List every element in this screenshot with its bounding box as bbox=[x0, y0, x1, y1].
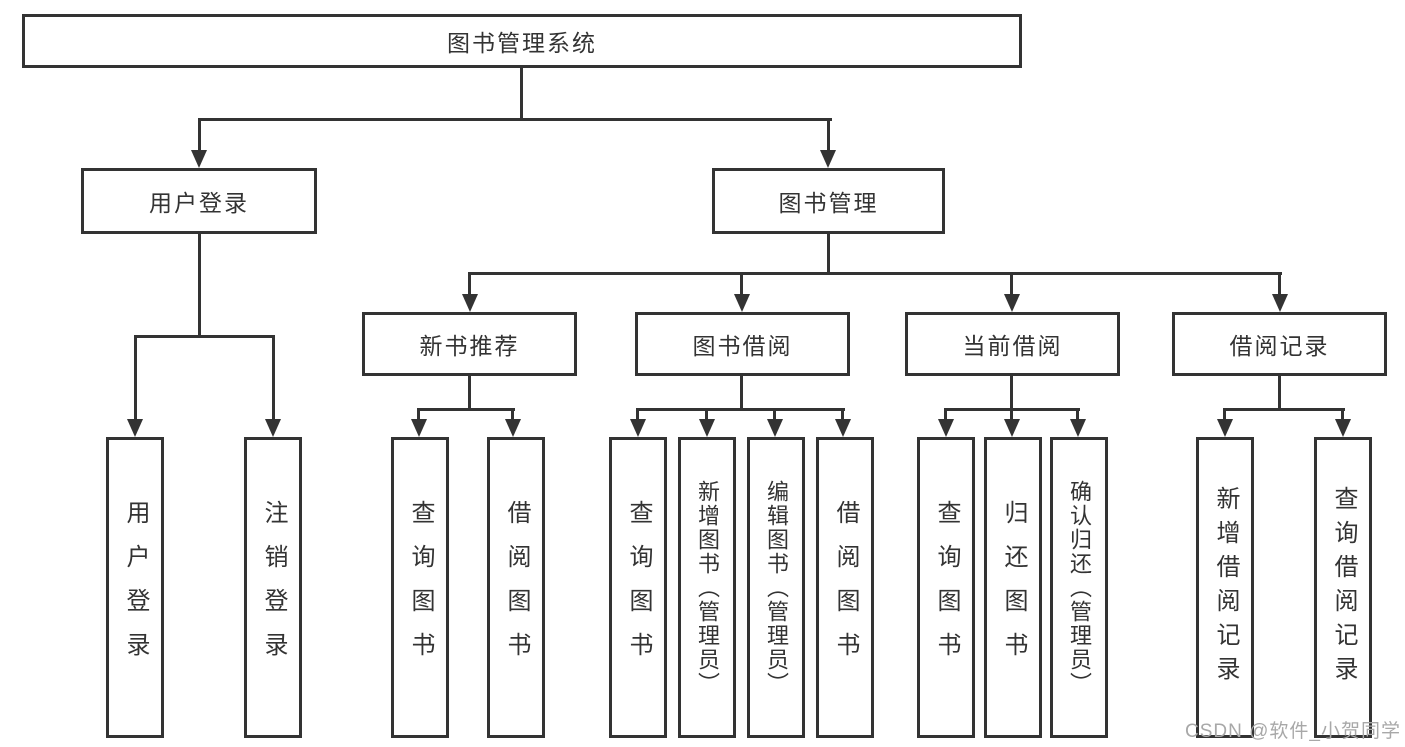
leaf-borrow-books: 借阅图书 bbox=[816, 437, 874, 738]
leaf-add-borrow-record: 新增借阅记录 bbox=[1196, 437, 1254, 738]
connector-stub-current-borrow bbox=[1010, 272, 1013, 294]
leaf-logout: 注销登录 bbox=[244, 437, 302, 738]
leaf-query-books-current: 查询图书 bbox=[917, 437, 975, 738]
node-new-book-recommendation: 新书推荐 bbox=[362, 312, 577, 376]
arrow-cb-query bbox=[938, 419, 954, 437]
arrow-br-add bbox=[1217, 419, 1233, 437]
leaf-return-books: 归还图书 bbox=[984, 437, 1042, 738]
leaf-add-book-admin: 新增图书（管理员） bbox=[678, 437, 736, 738]
arrow-leaf-user-login bbox=[127, 419, 143, 437]
arrow-book-management bbox=[820, 150, 836, 168]
connector-stub-bb-edit bbox=[773, 408, 776, 419]
connector-root-trunk bbox=[520, 68, 523, 118]
node-current-borrowing: 当前借阅 bbox=[905, 312, 1120, 376]
connector-stub-leaf-user-login bbox=[134, 335, 137, 419]
arrow-borrow-records bbox=[1272, 294, 1288, 312]
connector-new-books-trunk bbox=[468, 376, 471, 408]
arrow-current-borrow bbox=[1004, 294, 1020, 312]
connector-borrow-records-trunk bbox=[1278, 376, 1281, 408]
arrow-nb-borrow bbox=[505, 419, 521, 437]
connector-stub-borrow-records bbox=[1278, 272, 1281, 294]
connector-stub-nb-query bbox=[417, 408, 420, 419]
arrow-br-query bbox=[1335, 419, 1351, 437]
connector-stub-bb-query bbox=[636, 408, 639, 419]
connector-book-borrow-branch bbox=[636, 408, 845, 411]
connector-stub-book-management bbox=[827, 118, 830, 150]
connector-stub-leaf-logout bbox=[272, 335, 275, 419]
connector-stub-bb-borrow bbox=[841, 408, 844, 419]
arrow-cb-confirm bbox=[1070, 419, 1086, 437]
leaf-query-borrow-record: 查询借阅记录 bbox=[1314, 437, 1372, 738]
arrow-bb-edit bbox=[767, 419, 783, 437]
node-library-management-system: 图书管理系统 bbox=[22, 14, 1022, 68]
arrow-bb-add bbox=[699, 419, 715, 437]
watermark-text: CSDN @软件_小贺同学 bbox=[1185, 721, 1401, 742]
connector-book-management-trunk bbox=[827, 234, 830, 272]
connector-stub-new-books bbox=[468, 272, 471, 294]
connector-borrow-records-branch bbox=[1223, 408, 1345, 411]
connector-new-books-branch bbox=[417, 408, 515, 411]
connector-stub-br-query bbox=[1341, 408, 1344, 419]
leaf-query-books-borrow: 查询图书 bbox=[609, 437, 667, 738]
leaf-borrow-books-recommend: 借阅图书 bbox=[487, 437, 545, 738]
arrow-book-borrow bbox=[734, 294, 750, 312]
node-book-borrowing: 图书借阅 bbox=[635, 312, 850, 376]
leaf-confirm-return-admin: 确认归还（管理员） bbox=[1050, 437, 1108, 738]
leaf-edit-book-admin: 编辑图书（管理员） bbox=[747, 437, 805, 738]
node-book-management: 图书管理 bbox=[712, 168, 945, 234]
arrow-user-login bbox=[191, 150, 207, 168]
connector-book-borrow-trunk bbox=[740, 376, 743, 408]
arrow-bb-borrow bbox=[835, 419, 851, 437]
arrow-bb-query bbox=[630, 419, 646, 437]
connector-book-management-branch bbox=[468, 272, 1282, 275]
connector-stub-cb-return bbox=[1010, 408, 1013, 419]
node-borrowing-records: 借阅记录 bbox=[1172, 312, 1387, 376]
leaf-user-login: 用户登录 bbox=[106, 437, 164, 738]
connector-stub-cb-confirm bbox=[1076, 408, 1079, 419]
leaf-query-books-recommend: 查询图书 bbox=[391, 437, 449, 738]
arrow-leaf-logout bbox=[265, 419, 281, 437]
connector-stub-nb-borrow bbox=[511, 408, 514, 419]
arrow-nb-query bbox=[411, 419, 427, 437]
connector-stub-cb-query bbox=[944, 408, 947, 419]
connector-current-borrow-trunk bbox=[1010, 376, 1013, 408]
connector-stub-bb-add bbox=[705, 408, 708, 419]
connector-user-login-trunk bbox=[198, 234, 201, 335]
connector-root-branch bbox=[198, 118, 832, 121]
connector-user-login-branch bbox=[134, 335, 275, 338]
connector-stub-book-borrow bbox=[740, 272, 743, 294]
arrow-cb-return bbox=[1004, 419, 1020, 437]
connector-stub-br-add bbox=[1223, 408, 1226, 419]
connector-stub-user-login bbox=[198, 118, 201, 150]
arrow-new-books bbox=[462, 294, 478, 312]
node-user-login: 用户登录 bbox=[81, 168, 317, 234]
